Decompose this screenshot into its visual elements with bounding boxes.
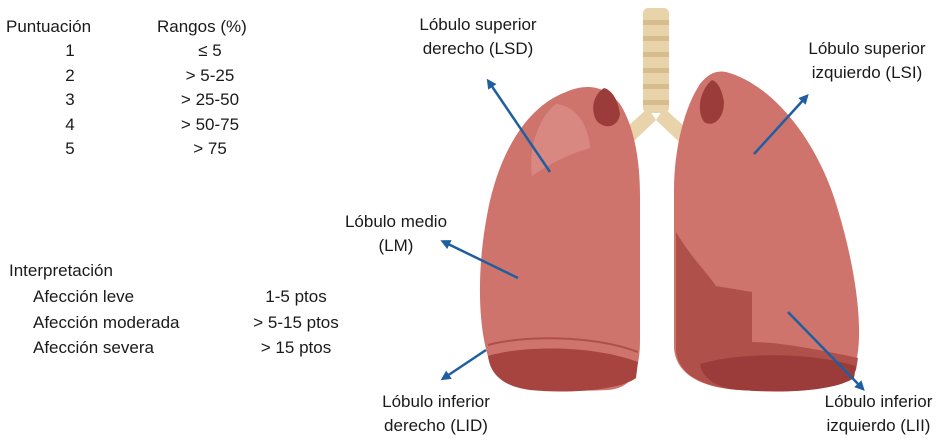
label-lid-line1: Lóbulo inferior [361, 392, 511, 412]
label-lid-line2: derecho (LID) [361, 416, 511, 436]
right-lung [480, 87, 640, 391]
label-lsd: Lóbulo superior derecho (LSD) [388, 15, 568, 59]
label-lm-line1: Lóbulo medio [326, 212, 466, 232]
label-lii-line1: Lóbulo inferior [806, 392, 951, 412]
label-lsi-line1: Lóbulo superior [782, 39, 951, 59]
left-lung [674, 72, 859, 392]
label-lid: Lóbulo inferior derecho (LID) [361, 392, 511, 436]
label-lsd-line1: Lóbulo superior [388, 15, 568, 35]
label-lm: Lóbulo medio (LM) [326, 212, 466, 256]
label-lsd-line2: derecho (LSD) [388, 39, 568, 59]
label-lsi: Lóbulo superior izquierdo (LSI) [782, 39, 951, 83]
label-lii: Lóbulo inferior izquierdo (LII) [806, 392, 951, 436]
label-lm-line2: (LM) [326, 236, 466, 256]
arrow-lid [444, 350, 486, 378]
label-lsi-line2: izquierdo (LSI) [782, 63, 951, 83]
label-lii-line2: izquierdo (LII) [806, 416, 951, 436]
left-lung-base [700, 355, 856, 391]
